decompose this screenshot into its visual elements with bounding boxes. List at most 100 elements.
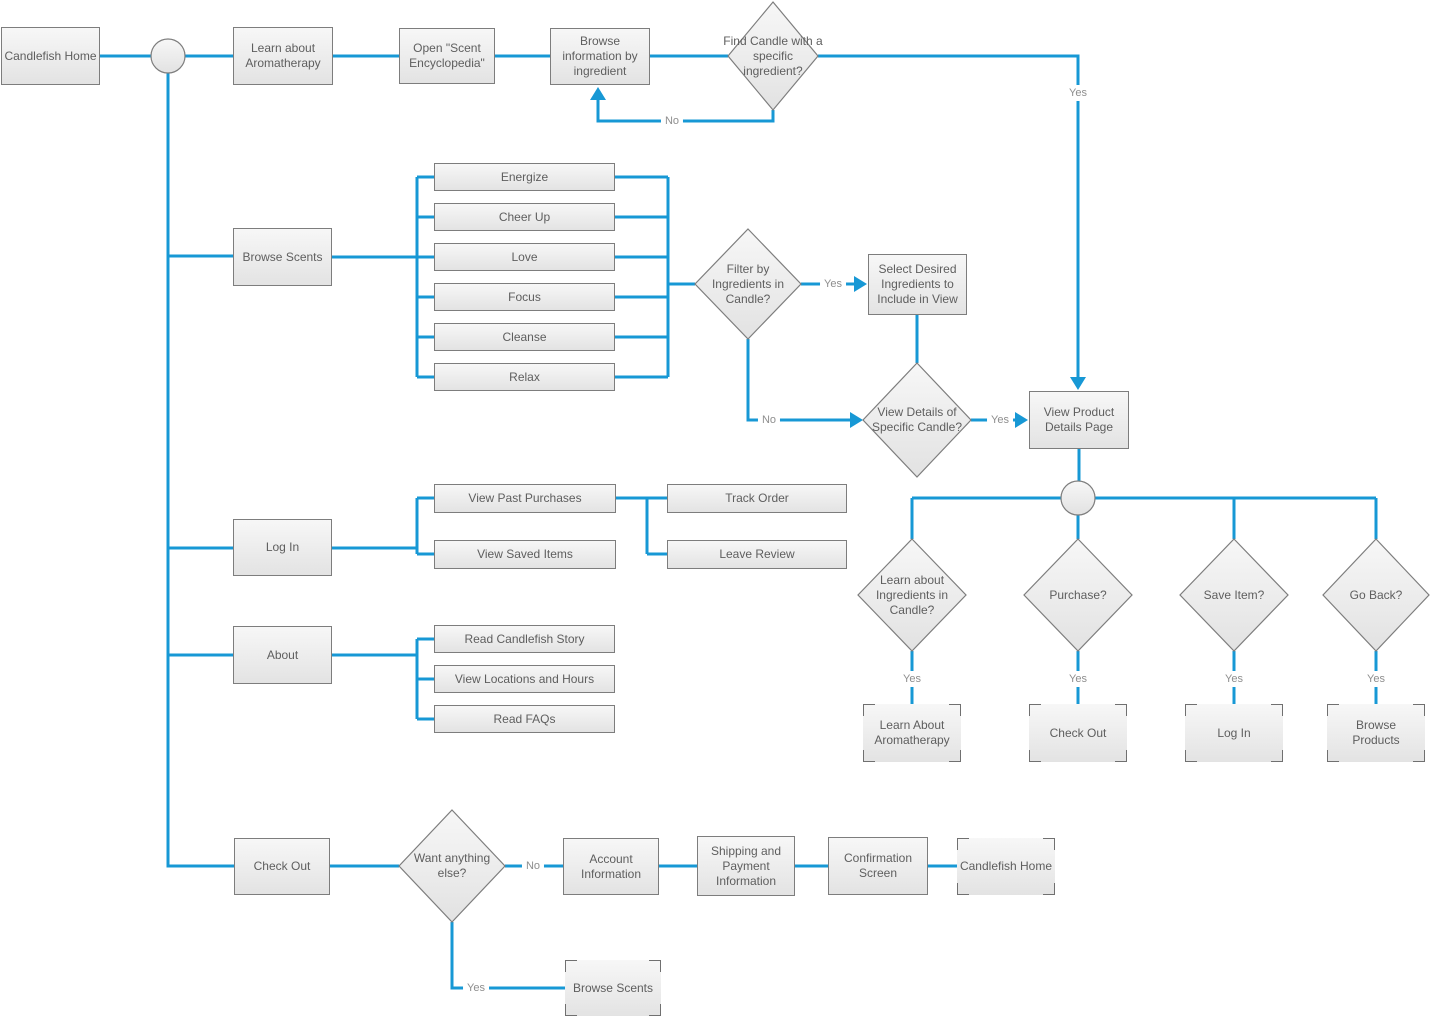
shipping-payment-information-node[interactable]: Shipping and Payment Information [697, 836, 795, 896]
log-in-node[interactable]: Log In [233, 519, 332, 576]
save-item-decision-label: Save Item? [1203, 587, 1265, 602]
find-candle-decision[interactable]: Find Candle with a specific ingredient? [721, 16, 825, 96]
corner-bracket [649, 1004, 661, 1016]
confirmation-screen-node[interactable]: Confirmation Screen [828, 837, 928, 895]
purchase-decision-label: Purchase? [1049, 587, 1107, 602]
view-product-details-page-node[interactable]: View Product Details Page [1029, 391, 1129, 449]
flow-edges [100, 54, 1378, 990]
corner-bracket [1327, 704, 1339, 716]
corner-bracket [1043, 883, 1055, 895]
learn-ingredients-decision[interactable]: Learn about Ingredients in Candle? [864, 555, 960, 635]
edge-label-yes-learn-ingredients: Yes [899, 671, 925, 687]
account-information-node[interactable]: Account Information [563, 838, 659, 895]
save-item-diamond-shape [1179, 538, 1289, 652]
edge-label-no-find-candle: No [660, 113, 684, 129]
check-out-node[interactable]: Check Out [234, 838, 330, 895]
corner-bracket [1271, 704, 1283, 716]
corner-bracket [957, 883, 969, 895]
view-product-details-page-label: View Product Details Page [1043, 405, 1115, 434]
edge-label-yes-find-candle: Yes [1065, 85, 1091, 101]
read-faqs-node[interactable]: Read FAQs [434, 705, 615, 733]
log-in-ref-node[interactable]: Log In [1185, 704, 1283, 762]
learn-ingredients-decision-label: Learn about Ingredients in Candle? [875, 572, 949, 617]
find-candle-decision-label: Find Candle with a specific ingredient? [723, 33, 823, 78]
want-anything-else-decision[interactable]: Want anything else? [404, 846, 500, 886]
learn-about-aromatherapy-ref-label: Learn About Aromatherapy [874, 718, 950, 747]
home-junction-circle[interactable] [150, 38, 186, 74]
corner-bracket [863, 704, 875, 716]
browse-scents-ref-node[interactable]: Browse Scents [565, 960, 661, 1016]
open-scent-encyclopedia-node[interactable]: Open "Scent Encyclopedia" [399, 28, 495, 84]
decision-shapes [150, 1, 1430, 923]
scent-cheer-up-node[interactable]: Cheer Up [434, 203, 615, 231]
corner-bracket [1043, 838, 1055, 850]
log-in-ref-label: Log In [1217, 725, 1251, 740]
arrowheads [590, 87, 1086, 428]
scent-energize-node[interactable]: Energize [434, 163, 615, 191]
about-node[interactable]: About [233, 626, 332, 684]
track-order-node[interactable]: Track Order [667, 484, 847, 513]
scent-cleanse-label: Cleanse [502, 329, 547, 344]
scent-energize-label: Energize [500, 169, 549, 184]
candlefish-home-ref-node[interactable]: Candlefish Home [957, 838, 1055, 895]
corner-bracket [1029, 704, 1041, 716]
edge-label-yes-purchase: Yes [1065, 671, 1091, 687]
want-anything-else-diamond-shape [398, 809, 506, 923]
open-scent-encyclopedia-label: Open "Scent Encyclopedia" [409, 41, 485, 70]
browse-information-by-ingredient-node[interactable]: Browse information by ingredient [550, 28, 650, 85]
browse-scents-node[interactable]: Browse Scents [233, 228, 332, 286]
purchase-decision[interactable]: Purchase? [1028, 580, 1128, 610]
view-past-purchases-label: View Past Purchases [468, 491, 582, 505]
browse-information-by-ingredient-label: Browse information by ingredient [562, 34, 638, 78]
edge-label-yes-filter: Yes [820, 276, 846, 292]
learn-about-aromatherapy-node[interactable]: Learn about Aromatherapy [233, 27, 333, 85]
view-saved-items-label: View Saved Items [477, 547, 573, 561]
view-past-purchases-node[interactable]: View Past Purchases [434, 484, 616, 513]
scent-relax-node[interactable]: Relax [434, 363, 615, 391]
read-candlefish-story-node[interactable]: Read Candlefish Story [434, 625, 615, 653]
scent-relax-label: Relax [509, 369, 540, 384]
edge-label-no-want-else: No [521, 858, 545, 874]
shipping-payment-information-label: Shipping and Payment Information [710, 843, 782, 888]
view-details-decision-label: View Details of Specific Candle? [871, 405, 963, 434]
view-details-decision[interactable]: View Details of Specific Candle? [860, 390, 974, 450]
filter-ingredients-decision[interactable]: Filter by Ingredients in Candle? [700, 244, 796, 324]
leave-review-node[interactable]: Leave Review [667, 540, 847, 569]
corner-bracket [949, 750, 961, 762]
corner-bracket [1271, 750, 1283, 762]
edge-label-yes-view-details: Yes [987, 412, 1013, 428]
scent-love-node[interactable]: Love [434, 243, 615, 271]
confirmation-screen-label: Confirmation Screen [843, 851, 913, 880]
check-out-label: Check Out [253, 859, 311, 873]
want-anything-else-decision-label: Want anything else? [413, 851, 491, 880]
save-item-decision[interactable]: Save Item? [1184, 580, 1284, 610]
scent-cheer-up-label: Cheer Up [498, 209, 551, 224]
scent-focus-node[interactable]: Focus [434, 283, 615, 311]
purchase-diamond-shape [1023, 538, 1133, 652]
check-out-ref-label: Check Out [1049, 725, 1107, 740]
go-back-decision[interactable]: Go Back? [1326, 580, 1426, 610]
read-candlefish-story-label: Read Candlefish Story [464, 631, 585, 646]
scent-focus-label: Focus [508, 289, 541, 304]
view-saved-items-node[interactable]: View Saved Items [434, 540, 616, 569]
corner-bracket [649, 960, 661, 972]
go-back-diamond-shape [1322, 538, 1430, 652]
browse-products-ref-node[interactable]: Browse Products [1327, 704, 1425, 762]
scent-love-label: Love [511, 249, 538, 264]
account-information-label: Account Information [580, 851, 642, 881]
scent-cleanse-node[interactable]: Cleanse [434, 323, 615, 351]
corner-bracket [1413, 704, 1425, 716]
view-locations-and-hours-node[interactable]: View Locations and Hours [434, 665, 615, 693]
learn-about-aromatherapy-ref-node[interactable]: Learn About Aromatherapy [863, 704, 961, 762]
go-back-decision-label: Go Back? [1349, 587, 1403, 602]
candlefish-home-label: Candlefish Home [4, 48, 97, 63]
learn-about-aromatherapy-label: Learn about Aromatherapy [245, 41, 321, 70]
select-desired-ingredients-node[interactable]: Select Desired Ingredients to Include in… [868, 254, 967, 315]
browse-products-ref-label: Browse Products [1352, 718, 1400, 747]
check-out-ref-node[interactable]: Check Out [1029, 704, 1127, 762]
product-junction-circle[interactable] [1060, 480, 1096, 516]
edge-label-yes-go-back: Yes [1363, 671, 1389, 687]
candlefish-home-node[interactable]: Candlefish Home [1, 27, 100, 85]
log-in-label: Log In [265, 540, 300, 554]
